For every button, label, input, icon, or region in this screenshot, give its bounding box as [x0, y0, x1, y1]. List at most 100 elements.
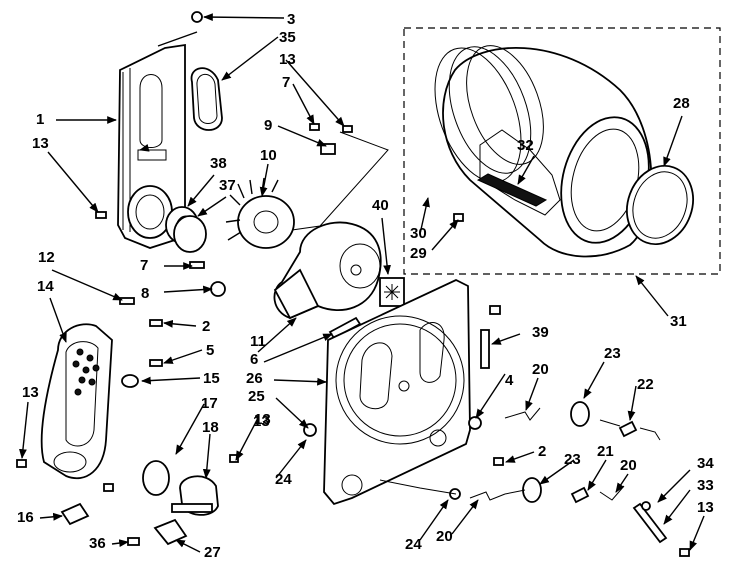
callout: 40 — [372, 197, 389, 214]
seal-inner — [196, 73, 218, 124]
clip-27 — [153, 518, 188, 546]
bulkhead-hole-2 — [429, 429, 447, 447]
screw-36 — [127, 537, 140, 546]
motor-bracket — [171, 503, 213, 513]
leader-arrow — [627, 385, 637, 421]
screw-29 — [453, 213, 464, 222]
front-panel-slot — [137, 149, 167, 161]
bulkhead-ring — [335, 315, 465, 445]
callout: 34 — [697, 455, 714, 472]
exploded-parts-drawing — [16, 11, 721, 557]
callout: 14 — [37, 278, 54, 295]
screw-13-right — [489, 305, 501, 315]
screw-13-bottom-mid — [493, 457, 504, 466]
callout: 30 — [410, 225, 427, 242]
leader-arrow — [163, 349, 203, 364]
leader-arrow — [285, 59, 345, 127]
leader-arrow — [539, 459, 575, 485]
leader-arrow — [175, 539, 201, 553]
callout-labels: 3 35 13 7 9 10 38 37 1 13 40 30 29 32 28… — [17, 11, 714, 561]
screw-7-top — [309, 123, 320, 131]
screw-2 — [149, 319, 163, 327]
duct — [273, 268, 320, 320]
blower-wheel — [225, 177, 295, 249]
bracket-9 — [320, 143, 336, 155]
screw-13-top — [342, 125, 353, 133]
drum-seal-28 — [626, 164, 694, 246]
leader-arrow — [525, 377, 539, 411]
leader-arrow — [39, 512, 63, 521]
leader-arrow — [111, 539, 129, 547]
callout: 2 — [202, 318, 210, 335]
roller-23-upper — [570, 401, 590, 427]
screw-5 — [149, 359, 163, 367]
leader-arrow — [163, 319, 197, 328]
drum-seal-28-inner — [632, 171, 688, 239]
star-symbol — [384, 284, 400, 300]
callout: 38 — [210, 155, 227, 172]
leader-arrow — [187, 174, 215, 207]
leader-arrow — [381, 217, 391, 275]
wire-run — [379, 479, 526, 495]
callout: 13 — [253, 413, 270, 430]
callout: 12 — [38, 249, 55, 266]
callout: 13 — [254, 411, 271, 428]
leader-arrow — [419, 499, 449, 541]
callout: 24 — [405, 536, 422, 553]
callout: 36 — [89, 535, 106, 552]
leader-arrow — [615, 473, 629, 493]
drum-assembly-box — [403, 27, 721, 275]
leader-arrow — [203, 13, 285, 22]
callout: 22 — [637, 376, 654, 393]
leader-arrow — [583, 361, 605, 399]
rod-21 — [570, 486, 590, 504]
callout: 31 — [670, 313, 687, 330]
leader-arrow — [431, 219, 459, 251]
leader-arrow — [277, 125, 327, 147]
lint-duct-opening — [53, 451, 87, 473]
leader-arrow — [139, 144, 150, 152]
leader-arrow — [259, 163, 269, 197]
leader-arrow — [451, 499, 479, 535]
callout: 9 — [264, 117, 272, 134]
screw-7-mid — [189, 261, 205, 269]
leader-arrow — [51, 269, 123, 301]
callout: 7 — [282, 74, 290, 91]
bracket-3 — [157, 31, 198, 47]
bulkhead-hole-1 — [341, 474, 363, 496]
callout: 32 — [517, 137, 534, 154]
leader-arrow — [491, 333, 521, 345]
callout: 28 — [673, 95, 690, 112]
bulkhead-hole-3 — [398, 380, 410, 392]
callout: 24 — [275, 471, 292, 488]
callout: 23 — [604, 345, 621, 362]
leader-arrow — [275, 397, 309, 429]
leader-arrow — [202, 433, 211, 479]
leader-arrow — [505, 451, 535, 463]
callout: 5 — [206, 342, 214, 359]
callout: 20 — [436, 528, 453, 545]
leader-arrow — [275, 439, 307, 479]
lint-duct-holes — [72, 348, 100, 396]
bulkhead-ring-inner — [343, 323, 457, 437]
spring-20-lower — [469, 485, 625, 501]
grommet-15 — [121, 374, 139, 388]
callout: 21 — [597, 443, 614, 460]
callout: 2 — [538, 443, 546, 460]
leader-arrow — [235, 417, 259, 461]
spring-20-upper — [504, 407, 541, 421]
leader-arrow — [475, 373, 506, 419]
leader-arrow — [221, 36, 279, 81]
wire-harness — [291, 131, 389, 231]
callout: 27 — [204, 544, 221, 561]
screw-13-lower-right — [679, 548, 690, 557]
callout: 15 — [203, 370, 220, 387]
clip-12 — [119, 297, 135, 305]
screw-13-left — [95, 211, 107, 219]
callout: 16 — [17, 509, 34, 526]
callout: 26 — [246, 370, 263, 387]
callout: 4 — [505, 372, 514, 389]
callout: 18 — [202, 419, 219, 436]
leader-arrow — [663, 489, 691, 525]
leader-arrow — [47, 151, 99, 213]
